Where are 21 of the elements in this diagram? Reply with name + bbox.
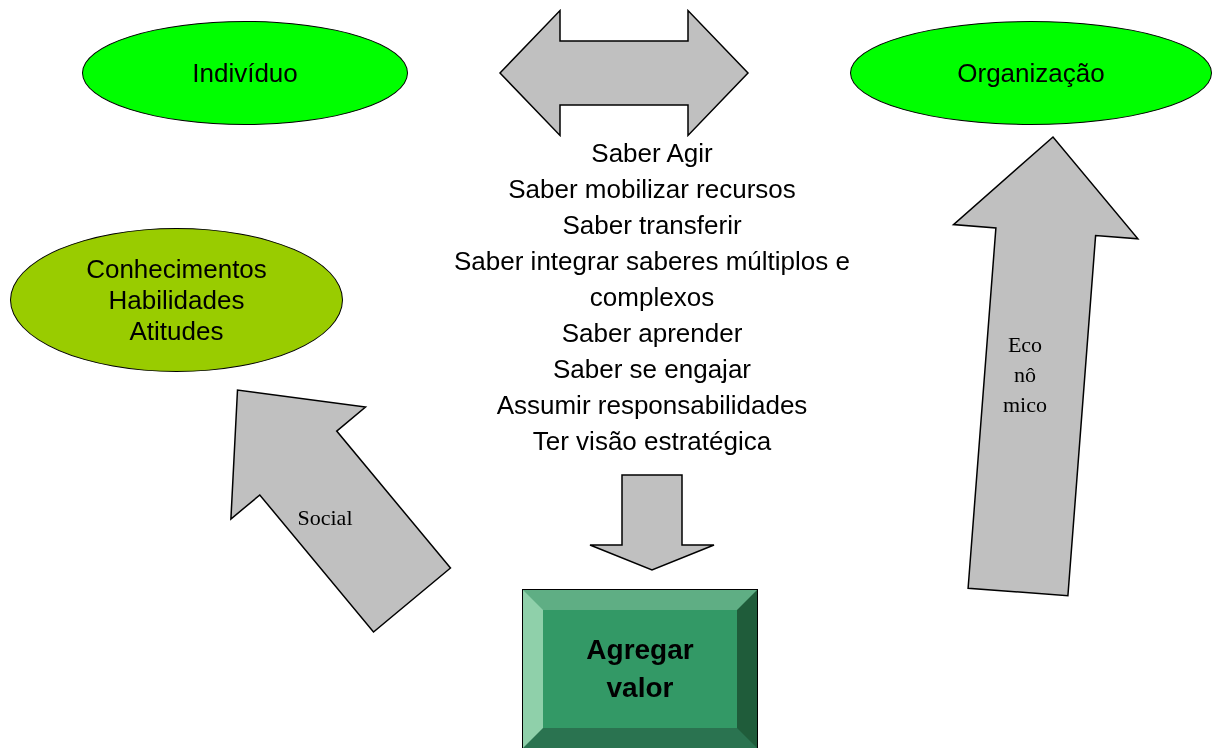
block-arrow [230,389,452,634]
list-item: Saber se engajar [553,353,751,386]
node-label: Indivíduo [192,57,298,89]
block-arrow [589,474,715,571]
edge-label: Eco nô mico [1002,331,1048,419]
double-block-arrow [498,8,750,138]
node-label: Atitudes [129,315,224,347]
list-item: Saber Agir [591,137,713,170]
list-item: Saber transferir [562,209,742,242]
list-item: Ter visão estratégica [532,425,772,458]
block-arrow [951,135,1140,597]
node-label: Habilidades [108,284,245,316]
list-item: Saber aprender [561,317,743,350]
list-item: Saber integrar saberes múltiplos e complexos [453,245,851,314]
list-item: Saber mobilizar recursos [508,173,796,206]
bevel-button-box [523,590,757,748]
node-label: Organização [957,57,1105,89]
list-item: Assumir responsabilidades [496,389,808,422]
node-label: Conhecimentos [86,253,267,285]
edge-label: Social [296,504,354,532]
node-label: Agregar valor [585,633,695,705]
